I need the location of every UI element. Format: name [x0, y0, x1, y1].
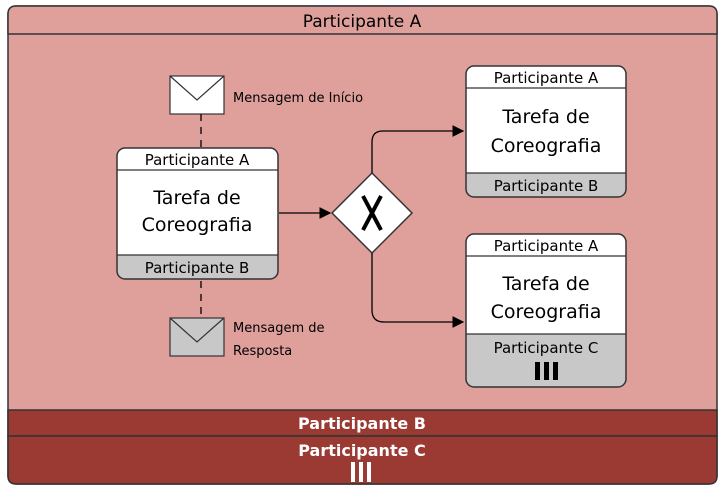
exclusive-gateway[interactable]: [330, 171, 414, 255]
reply-message-label-line2: Resposta: [233, 344, 292, 359]
task-upper-right-name-line1: Tarefa de: [501, 106, 589, 128]
task-left-bottom-label: Participante B: [145, 259, 250, 277]
band-c-multi-instance-marker: [351, 462, 371, 482]
task-left-name-line2: Coreografia: [142, 214, 253, 236]
task-upper-right-bottom-label: Participante B: [494, 177, 599, 195]
task-lower-right-bottom-label: Participante C: [494, 339, 599, 357]
task-upper-right[interactable]: [465, 65, 627, 198]
task-lower-right-name-line2: Coreografia: [491, 301, 602, 323]
flow-gateway-to-lower-task: [371, 253, 465, 328]
task-lower-right-top-label: Participante A: [494, 237, 599, 255]
task-left-top-label: Participante A: [145, 151, 250, 169]
start-message-envelope: [169, 75, 225, 115]
task-lower-right-multi-instance-marker: [535, 362, 558, 380]
start-message-label: Mensagem de Início: [233, 91, 363, 106]
task-left[interactable]: [116, 147, 279, 280]
task-left-name-line1: Tarefa de: [152, 187, 240, 209]
band-b-label: Participante B: [298, 414, 426, 433]
task-upper-right-name-line2: Coreografia: [491, 135, 602, 157]
flow-gateway-to-upper-task: [371, 125, 465, 173]
top-participant-band: [7, 5, 718, 35]
reply-message-envelope: [169, 317, 225, 357]
reply-message-label-line1: Mensagem de: [233, 321, 325, 336]
task-upper-right-top-label: Participante A: [494, 69, 599, 87]
band-c-label: Participante C: [298, 441, 426, 460]
task-lower-right[interactable]: [465, 233, 627, 388]
top-band-label: Participante A: [303, 12, 422, 32]
band-participant-c: [7, 435, 718, 485]
task-lower-right-name-line1: Tarefa de: [501, 273, 589, 295]
